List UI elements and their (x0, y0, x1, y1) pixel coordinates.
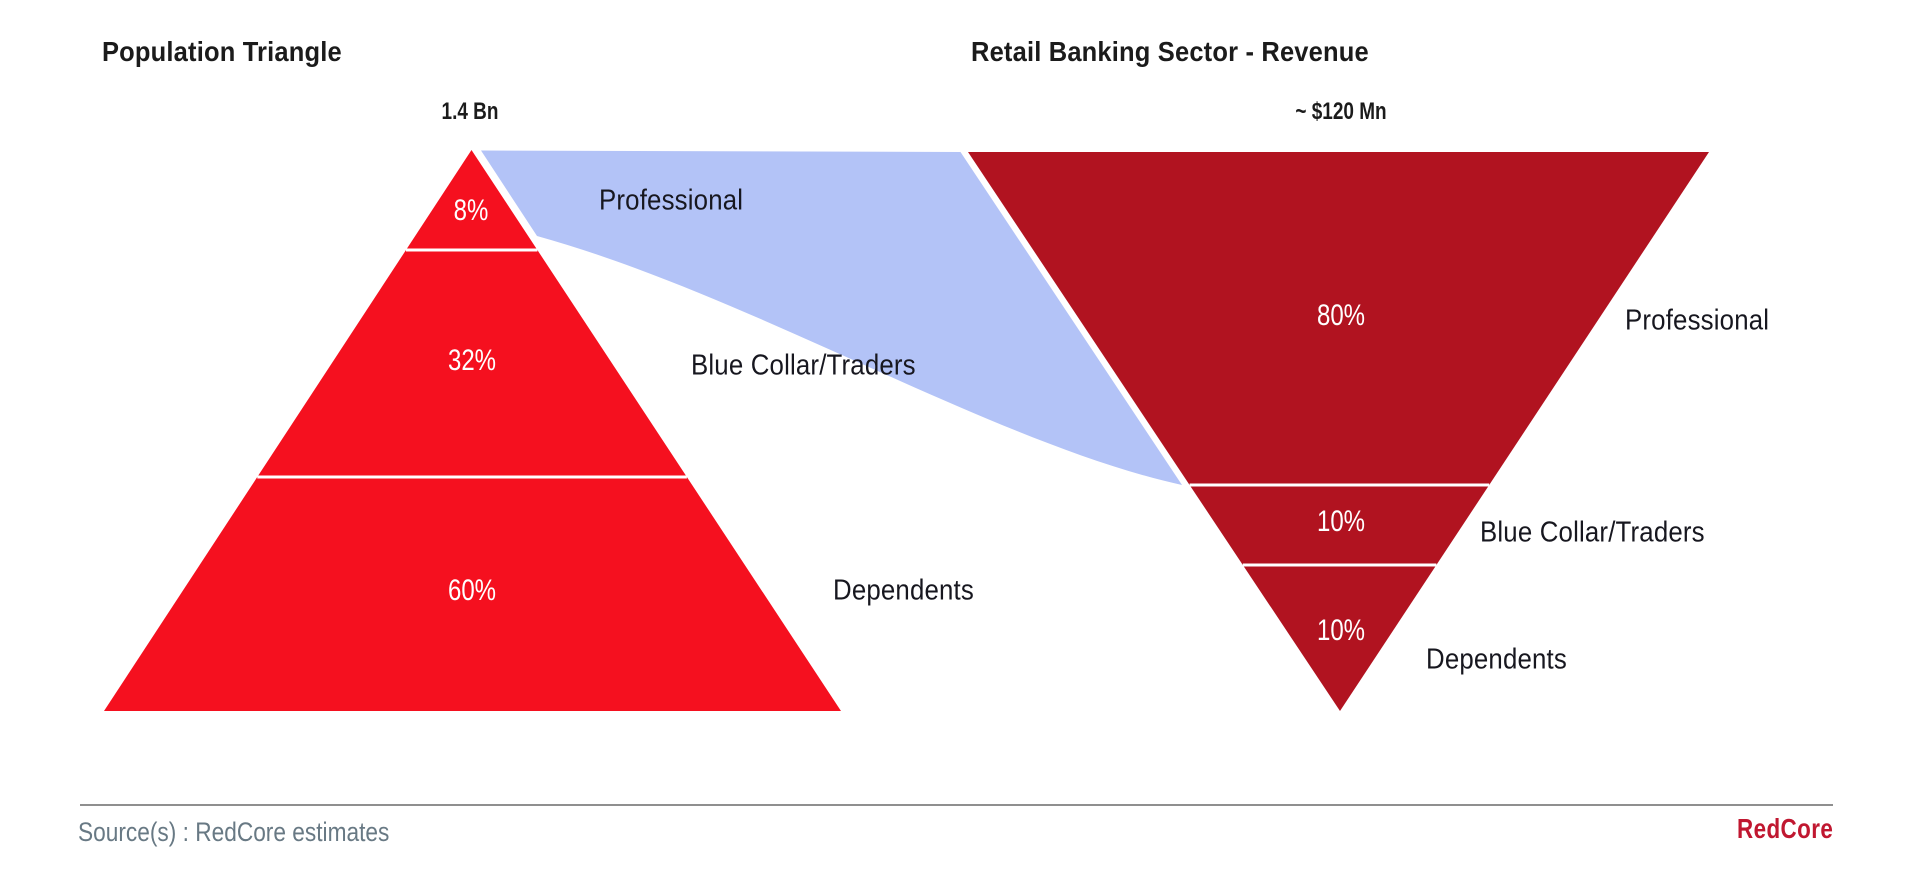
left-segment-value-dependents: 60% (447, 574, 497, 607)
revenue-triangle-body (968, 152, 1709, 711)
left-segment-label-professional: Professional (599, 184, 744, 217)
population-triangle-body (104, 150, 841, 711)
left-segment-label-dependents: Dependents (833, 574, 974, 607)
right-chart-title: Retail Banking Sector - Revenue (971, 36, 1369, 67)
revenue-triangle-shape (968, 152, 1709, 711)
footer-divider (80, 804, 1833, 806)
left-segment-value-blue-collar: 32% (447, 344, 497, 377)
right-segment-label-professional: Professional (1625, 304, 1770, 337)
right-chart-total: ~ $120 Mn (1295, 98, 1387, 125)
left-segment-label-blue-collar: Blue Collar/Traders (691, 349, 916, 382)
source-note: Source(s) : RedCore estimates (78, 817, 390, 847)
right-segment-value-blue-collar: 10% (1316, 505, 1366, 538)
right-segment-label-blue-collar: Blue Collar/Traders (1480, 516, 1705, 549)
right-segment-value-dependents: 10% (1316, 614, 1366, 647)
population-triangle-shape (104, 150, 841, 711)
right-segment-label-dependents: Dependents (1426, 643, 1567, 676)
left-segment-value-professional: 8% (453, 194, 489, 227)
left-chart-total: 1.4 Bn (441, 98, 499, 125)
flow-band-shape (481, 150, 1182, 485)
brand-logo: RedCore (1736, 813, 1833, 844)
left-chart-title: Population Triangle (102, 36, 342, 67)
right-segment-value-professional: 80% (1316, 299, 1366, 332)
